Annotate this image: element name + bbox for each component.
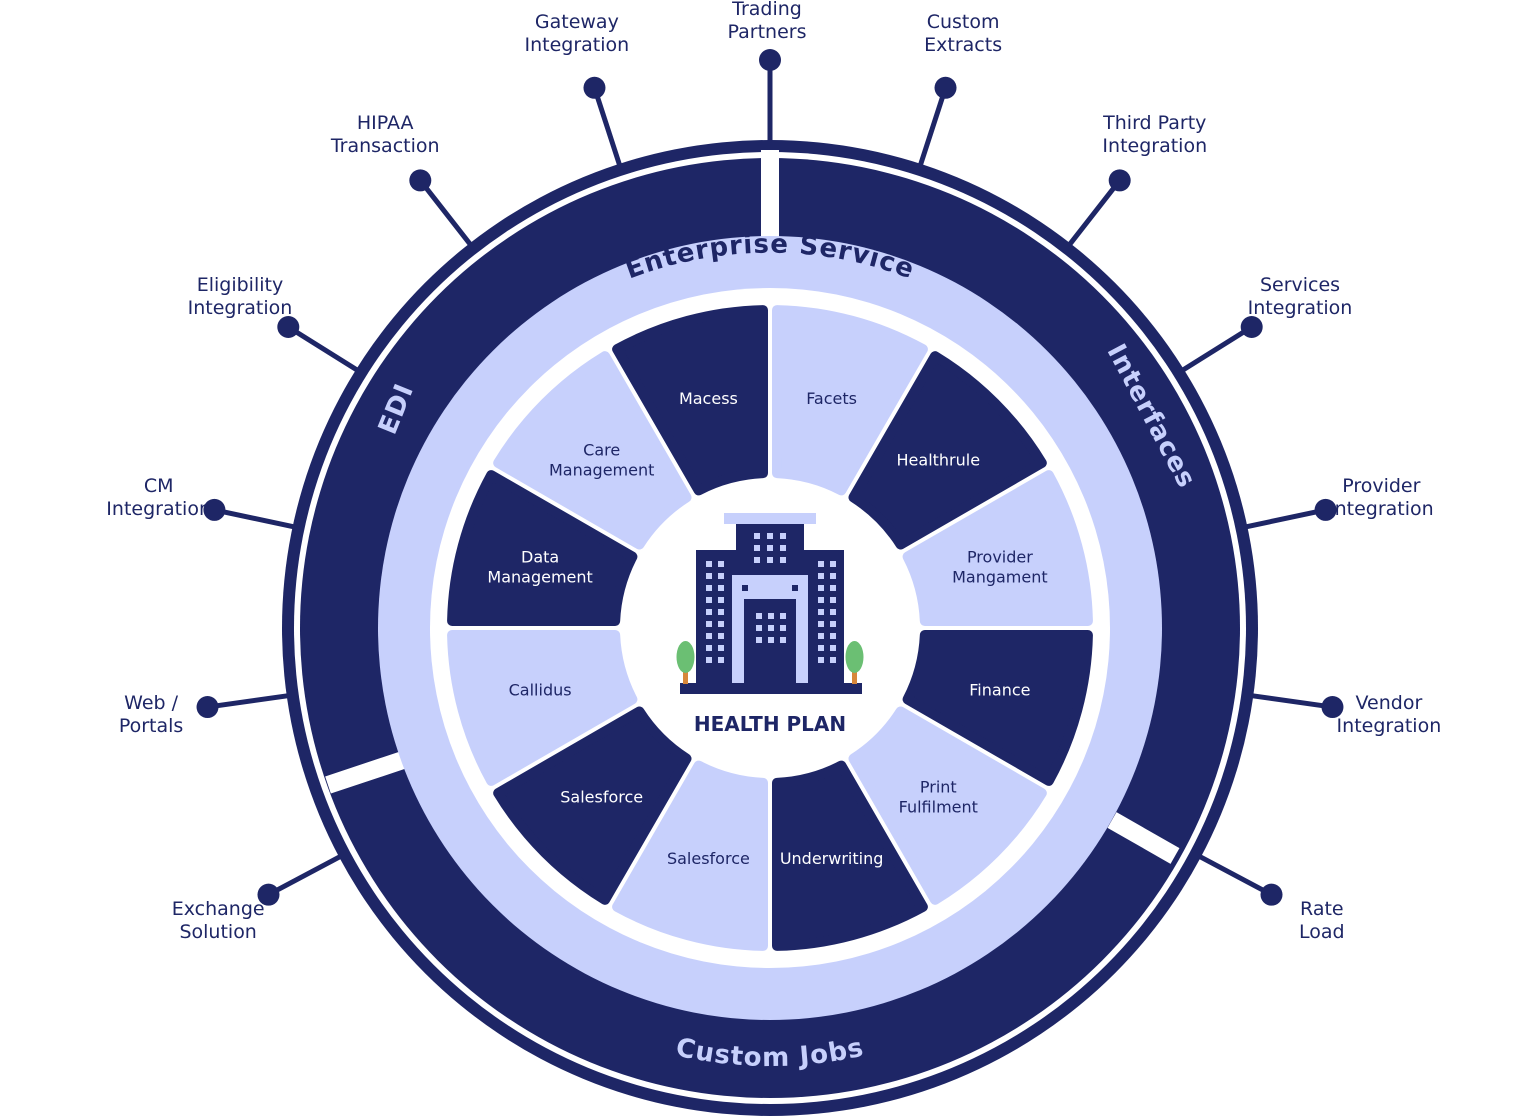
segment-provider-mangament-2 bbox=[902, 470, 1093, 627]
segment-label-3: Finance bbox=[969, 681, 1030, 700]
spoke-dot-third-party-integration bbox=[1108, 169, 1131, 192]
spoke-label-line: Integration bbox=[1247, 296, 1353, 319]
spoke-label-line: Portals bbox=[118, 714, 184, 737]
segment-care-management-10 bbox=[493, 351, 692, 550]
spoke-label-line: Partners bbox=[727, 21, 807, 43]
segment-facets-0 bbox=[771, 305, 928, 496]
segment-finance-3 bbox=[902, 629, 1093, 786]
spoke-label-line: Extracts bbox=[924, 33, 1003, 56]
spoke-label-line: Integration bbox=[1102, 135, 1208, 158]
spoke-line-custom-extracts bbox=[916, 87, 948, 171]
segment-label-6: Salesforce bbox=[667, 849, 750, 868]
spoke-dot-trading-partners bbox=[759, 49, 781, 71]
spoke-dot-cm-integration bbox=[203, 498, 226, 521]
segment-callidus-8 bbox=[447, 629, 638, 786]
spoke-label-line: Custom bbox=[926, 10, 1000, 33]
spoke-label-line: Load bbox=[1299, 921, 1345, 944]
spoke-label-line: Gateway bbox=[534, 10, 619, 33]
spoke-dot-hipaa-transaction bbox=[409, 169, 432, 192]
spoke-label-line: CM bbox=[143, 475, 174, 498]
spoke-dot-custom-extracts bbox=[934, 76, 957, 99]
spoke-label-line: Integration bbox=[1328, 498, 1434, 521]
spoke-label-line: Web / bbox=[124, 691, 179, 714]
center-title: HEALTH PLAN bbox=[694, 712, 846, 736]
segment-salesforce-7 bbox=[493, 706, 692, 905]
spoke-dot-eligibility-integration bbox=[277, 316, 300, 339]
segment-salesforce-6 bbox=[612, 760, 769, 951]
spoke-line-gateway-integration bbox=[592, 87, 624, 171]
spoke-label-web-portals: Web /Portals bbox=[41, 692, 261, 738]
spoke-label-line: Eligibility bbox=[196, 273, 284, 296]
spoke-label-line: Provider bbox=[1342, 475, 1421, 498]
segment-label-0: Facets bbox=[806, 389, 857, 408]
spoke-line-web-portals bbox=[207, 692, 294, 710]
spoke-dot-gateway-integration bbox=[583, 76, 606, 99]
spoke-line-third-party-integration bbox=[1064, 178, 1122, 250]
segment-label-5: Underwriting bbox=[780, 849, 884, 868]
spoke-label-line: Transaction bbox=[330, 135, 440, 158]
segment-label-7: Salesforce bbox=[560, 787, 643, 806]
spoke-connectors bbox=[196, 49, 1344, 906]
spoke-line-vendor-integration bbox=[1246, 692, 1333, 710]
segment-macess-11 bbox=[612, 305, 769, 496]
spoke-line-eligibility-integration bbox=[286, 324, 363, 375]
segment-label-8: Callidus bbox=[509, 681, 572, 700]
spoke-line-exchange-solution bbox=[267, 852, 346, 897]
spoke-line-services-integration bbox=[1177, 324, 1254, 375]
segment-healthrule-1 bbox=[848, 351, 1047, 550]
spoke-dot-exchange-solution bbox=[257, 883, 280, 906]
spoke-line-cm-integration bbox=[213, 507, 300, 531]
spoke-line-hipaa-transaction bbox=[418, 178, 476, 250]
spoke-label-line: Integration bbox=[106, 498, 211, 521]
spoke-dot-web-portals bbox=[196, 696, 219, 719]
spoke-label-line: Vendor bbox=[1355, 691, 1423, 714]
spoke-label-line: Exchange bbox=[171, 898, 265, 921]
segment-label-11: Macess bbox=[679, 389, 738, 408]
segment-print-fulfilment-4 bbox=[848, 706, 1047, 905]
spoke-label-line: Solution bbox=[179, 921, 257, 944]
spoke-label-line: Integration bbox=[187, 296, 293, 319]
segment-label-1: Healthrule bbox=[897, 451, 981, 470]
spoke-label-line: Services bbox=[1259, 273, 1341, 296]
spoke-label-line: HIPAA bbox=[356, 112, 414, 135]
spoke-dot-services-integration bbox=[1240, 316, 1263, 339]
segment-underwriting-5 bbox=[771, 760, 928, 951]
spoke-dot-vendor-integration bbox=[1321, 696, 1344, 719]
spoke-dot-provider-integration bbox=[1314, 498, 1337, 521]
spoke-dot-rate-load bbox=[1260, 883, 1283, 906]
spoke-line-provider-integration bbox=[1240, 507, 1327, 531]
spoke-label-line: Trading bbox=[732, 0, 802, 20]
building-icon bbox=[676, 513, 864, 694]
segment-data-management-9 bbox=[447, 470, 638, 627]
spoke-label-line: Third Party bbox=[1103, 112, 1207, 135]
spoke-label-line: Rate bbox=[1300, 898, 1344, 921]
spoke-label-line: Integration bbox=[524, 33, 630, 56]
spoke-label-line: Integration bbox=[1336, 714, 1442, 737]
spoke-line-rate-load bbox=[1194, 852, 1273, 897]
